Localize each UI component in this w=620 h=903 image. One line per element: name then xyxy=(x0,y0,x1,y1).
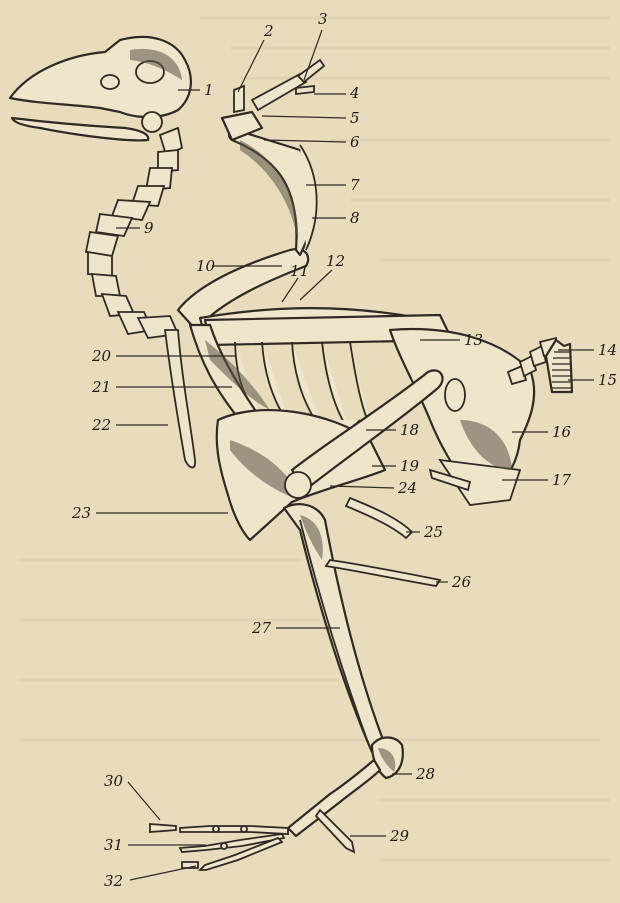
label-27: 27 xyxy=(251,619,272,637)
label-3: 3 xyxy=(318,10,328,28)
label-23: 23 xyxy=(71,504,91,522)
label-16: 16 xyxy=(552,423,572,441)
label-11: 11 xyxy=(290,262,309,280)
label-25: 25 xyxy=(423,523,443,541)
label-19: 19 xyxy=(400,457,420,475)
label-6: 6 xyxy=(350,133,360,151)
label-18: 18 xyxy=(400,421,419,439)
label-8: 8 xyxy=(350,209,360,227)
label-22: 22 xyxy=(91,416,111,434)
label-12: 12 xyxy=(326,252,345,270)
label-20: 20 xyxy=(91,347,112,365)
label-31: 31 xyxy=(104,836,123,854)
label-14: 14 xyxy=(598,341,617,359)
label-4: 4 xyxy=(349,84,360,102)
label-29: 29 xyxy=(389,827,410,845)
label-24: 24 xyxy=(397,479,417,497)
label-7: 7 xyxy=(350,176,360,194)
label-10: 10 xyxy=(196,257,216,275)
label-28: 28 xyxy=(415,765,435,783)
label-5: 5 xyxy=(350,109,360,127)
label-15: 15 xyxy=(598,371,617,389)
label-21: 21 xyxy=(91,378,111,396)
label-26: 26 xyxy=(451,573,472,591)
label-32: 32 xyxy=(104,872,123,890)
label-30: 30 xyxy=(104,772,124,790)
label-17: 17 xyxy=(552,471,572,489)
label-9: 9 xyxy=(144,219,154,237)
label-13: 13 xyxy=(464,331,483,349)
label-2: 2 xyxy=(263,22,274,40)
label-1: 1 xyxy=(204,81,214,99)
